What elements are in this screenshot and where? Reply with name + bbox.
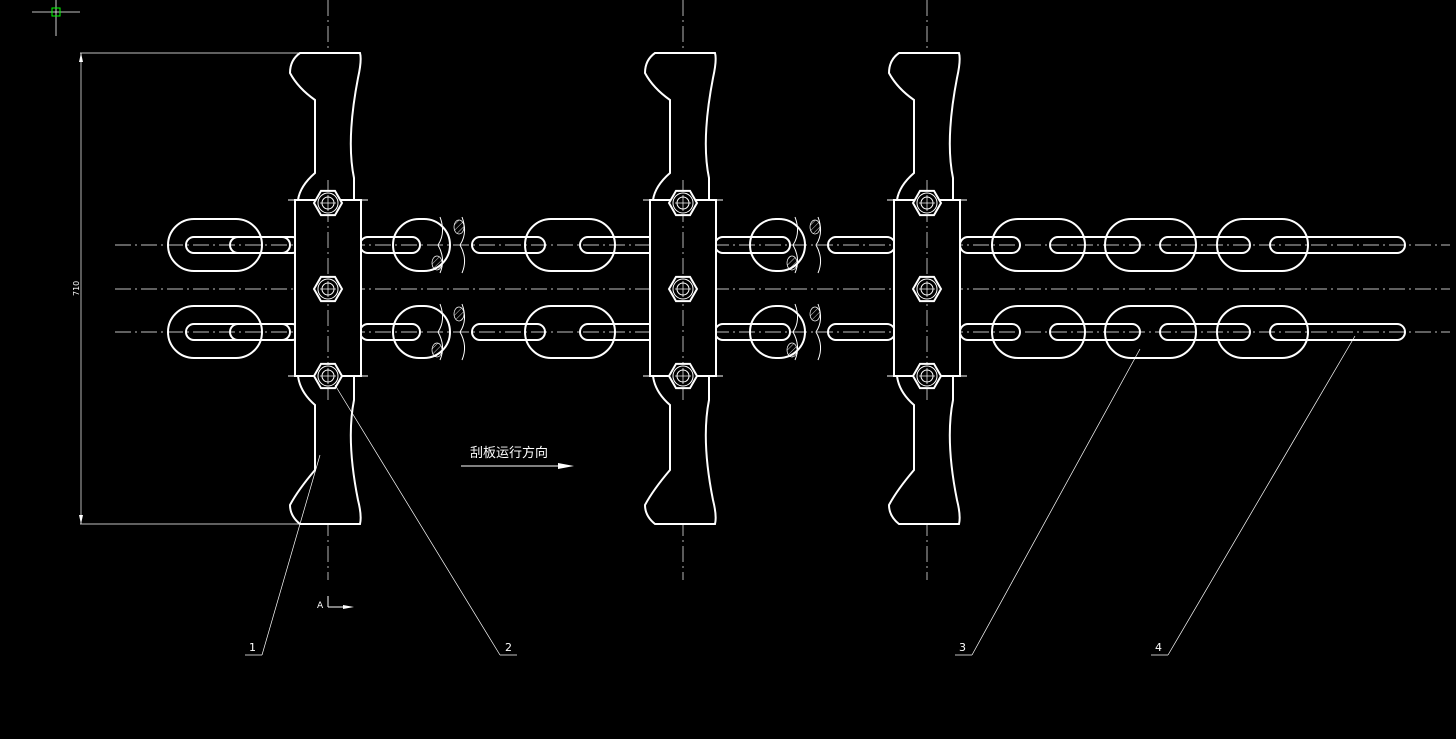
part-leaders: 1 2 3 4	[245, 335, 1356, 656]
direction-label: 刮板运行方向	[470, 445, 548, 461]
chain-link	[991, 305, 1086, 359]
chain-link	[524, 305, 616, 359]
hex-bolt	[911, 362, 943, 390]
dimension-710: 710	[72, 52, 300, 525]
chain-strands	[167, 216, 1406, 361]
chain-link	[991, 218, 1086, 272]
chain-link	[1159, 236, 1251, 254]
chain-link	[1269, 323, 1406, 341]
hex-bolt	[312, 362, 344, 390]
section-hatch	[809, 219, 821, 235]
chain-link	[749, 305, 806, 359]
chain-strand	[167, 303, 1406, 361]
section-hatch	[809, 306, 821, 322]
hex-bolt	[667, 362, 699, 390]
chain-link	[1104, 305, 1197, 359]
chain-link	[471, 323, 546, 341]
chain-link	[392, 218, 451, 272]
chain-link	[749, 218, 806, 272]
scraper-flight	[288, 52, 368, 525]
section-label: A	[317, 601, 324, 611]
chain-link	[1216, 218, 1309, 272]
direction-annotation: 刮板运行方向	[461, 445, 574, 469]
break-line	[792, 303, 799, 361]
part-label-4: 4	[1155, 641, 1162, 654]
chain-link	[1049, 236, 1141, 254]
part-label-1: 1	[249, 641, 256, 654]
chain-link	[1159, 323, 1251, 341]
section-marker-a: A	[317, 596, 354, 611]
break-line	[437, 216, 444, 274]
hex-bolt	[667, 189, 699, 217]
chain-strand	[167, 216, 1406, 274]
hex-bolt	[911, 189, 943, 217]
hex-bolt	[312, 189, 344, 217]
chain-link	[167, 218, 263, 272]
break-line	[792, 216, 799, 274]
part-label-3: 3	[959, 641, 966, 654]
crosshair-cursor-icon	[32, 0, 80, 36]
chain-link	[1049, 323, 1141, 341]
chain-link	[524, 218, 616, 272]
hex-bolt	[667, 275, 699, 303]
chain-link	[167, 305, 263, 359]
hex-bolt	[312, 275, 344, 303]
scraper-flight	[887, 52, 967, 525]
section-hatch	[453, 306, 465, 322]
section-hatch	[431, 342, 443, 358]
section-hatch	[786, 342, 798, 358]
part-label-2: 2	[505, 641, 512, 654]
section-hatch	[786, 255, 798, 271]
chain-link	[471, 236, 546, 254]
chain-link	[1104, 218, 1197, 272]
chain-link	[1269, 236, 1406, 254]
chain-link	[1216, 305, 1309, 359]
section-hatch	[453, 219, 465, 235]
section-hatch	[431, 255, 443, 271]
chain-link	[392, 305, 451, 359]
vertical-centerlines	[327, 0, 928, 580]
scraper-flights	[288, 52, 967, 525]
hex-bolt	[911, 275, 943, 303]
break-line	[437, 303, 444, 361]
scraper-flight	[643, 52, 723, 525]
dimension-text: 710	[72, 281, 81, 296]
